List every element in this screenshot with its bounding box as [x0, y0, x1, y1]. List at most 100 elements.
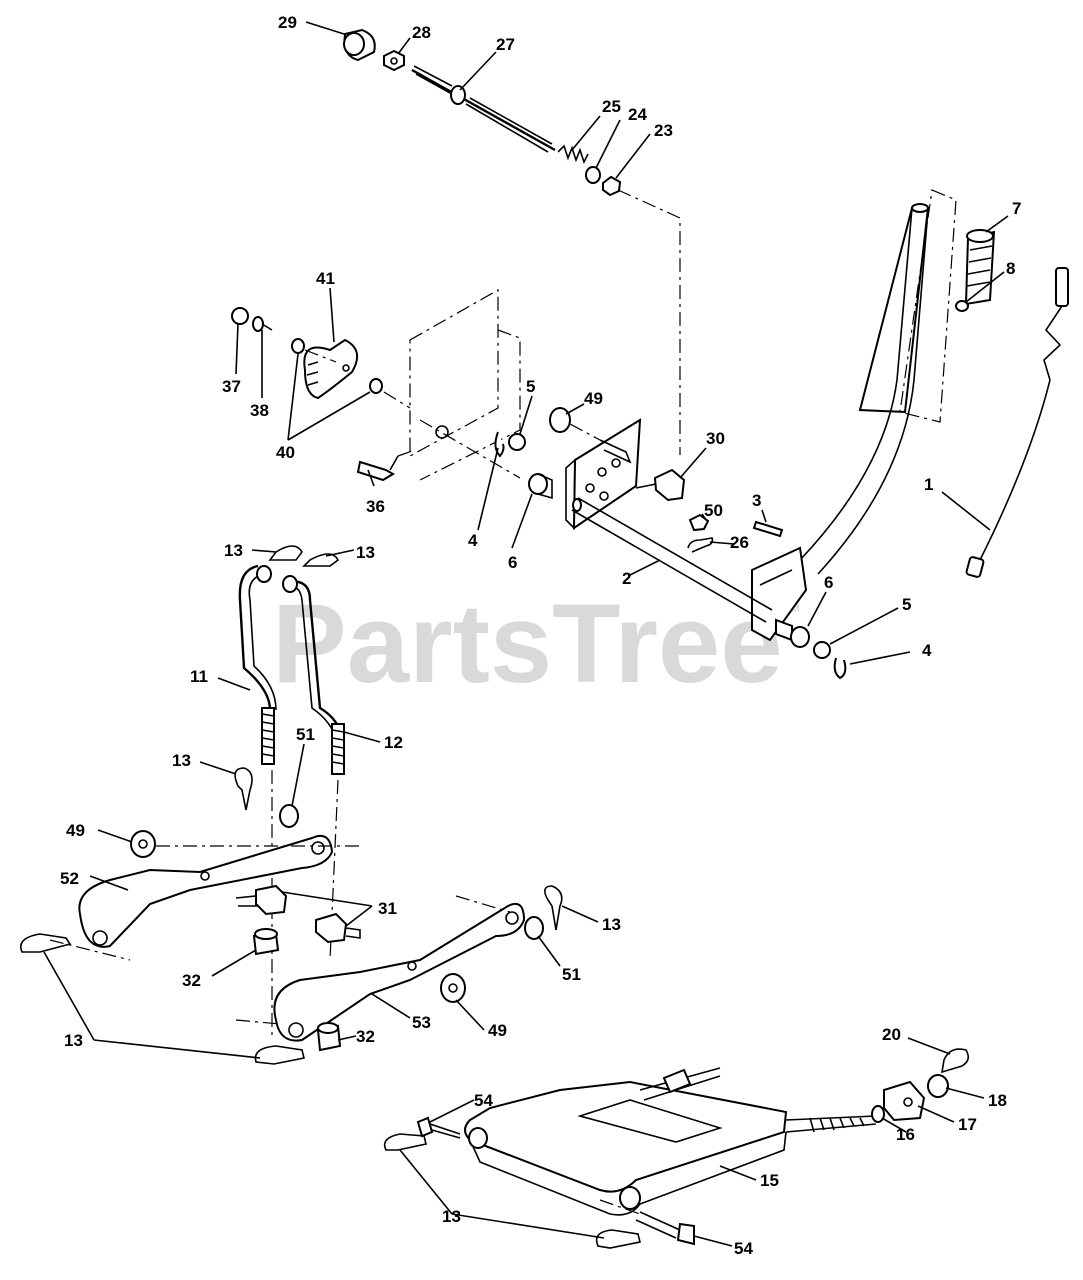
washer-24: [585, 166, 601, 184]
callout-12: 12: [384, 733, 403, 752]
callout-5-top: 5: [526, 377, 535, 396]
trunnion-17: [883, 1080, 926, 1122]
callout-37: 37: [222, 377, 241, 396]
callout-54-top: 54: [474, 1091, 493, 1110]
callout-29: 29: [278, 13, 297, 32]
watermark: PartsTree: [272, 581, 783, 706]
callout-8: 8: [1006, 259, 1015, 278]
callout-20: 20: [882, 1025, 901, 1044]
callout-1: 1: [924, 475, 933, 494]
callout-labels: 29 28 27 25 24 23 7 8 41 37 38 40 36 5 4…: [60, 13, 1021, 1258]
callout-11: 11: [190, 667, 208, 686]
callout-16: 16: [896, 1125, 915, 1144]
washer-51b: [524, 916, 544, 940]
cable-1: [965, 267, 1069, 578]
washer-40a: [291, 338, 305, 354]
washer-5b: [813, 641, 831, 659]
hanger-15: [464, 1080, 788, 1216]
callout-32-left: 32: [182, 971, 201, 990]
pin-13b: [302, 553, 340, 567]
shaft-15-top: [639, 1067, 721, 1101]
block-31b: [315, 912, 361, 944]
bushing-32b: [316, 1022, 342, 1052]
callout-4-right: 4: [922, 641, 932, 660]
callout-51-right: 51: [562, 965, 581, 984]
callout-49-top: 49: [584, 389, 603, 408]
callout-27: 27: [496, 35, 515, 54]
callout-13-hanger: 13: [442, 1207, 461, 1226]
bushing-49c: [440, 973, 466, 1003]
callout-5-right: 5: [902, 595, 911, 614]
callout-40: 40: [276, 443, 295, 462]
washer-16: [871, 1105, 885, 1123]
ring-37: [231, 307, 249, 325]
bolt-54b: [635, 1211, 695, 1246]
pin-13d: [544, 885, 563, 931]
callout-54-bottom: 54: [734, 1239, 753, 1258]
callout-53: 53: [412, 1013, 431, 1032]
callout-13-mid: 13: [172, 751, 191, 770]
bushing-32a: [252, 928, 280, 956]
ferrule-30: [635, 468, 686, 502]
spring-36: [356, 460, 395, 482]
callout-24: 24: [628, 105, 647, 124]
bolt-54a: [416, 1116, 461, 1139]
callout-49-left: 49: [66, 821, 85, 840]
pin-13-hanger-left: [383, 1133, 427, 1151]
bracket-plate: [565, 418, 642, 530]
callout-26: 26: [730, 533, 749, 552]
washer-49-top: [549, 407, 571, 433]
grip-7: [964, 229, 996, 306]
callout-31: 31: [378, 899, 397, 918]
link-11: [238, 564, 277, 765]
pin-13-left: [20, 933, 72, 953]
callout-15: 15: [760, 1171, 779, 1190]
washer-40b: [369, 378, 383, 394]
callout-36: 36: [366, 497, 385, 516]
callout-30: 30: [706, 429, 725, 448]
pin-13-bottom: [254, 1045, 305, 1065]
callout-49-bottom: 49: [488, 1021, 507, 1040]
callout-25: 25: [602, 97, 621, 116]
callout-13-bottom-left: 13: [64, 1031, 83, 1050]
pin-13c: [234, 767, 253, 811]
pin-13-hanger-bottom: [595, 1229, 641, 1249]
callout-23: 23: [654, 121, 673, 140]
washer-51a: [279, 804, 299, 828]
spring-25: [557, 144, 589, 165]
leader-lines: [43, 21, 1009, 1247]
pin-3: [752, 520, 784, 538]
callout-17: 17: [958, 1115, 977, 1134]
lift-handle: [751, 189, 957, 642]
callout-13-top-right: 13: [356, 543, 375, 562]
callout-51-left: 51: [296, 725, 315, 744]
callout-13-right: 13: [602, 915, 621, 934]
nut-28: [383, 49, 405, 72]
bolt-38: [252, 316, 273, 332]
callout-2: 2: [622, 569, 631, 588]
shaft-2: [571, 497, 773, 623]
rod-27: [411, 65, 556, 153]
callout-4-top: 4: [468, 531, 478, 550]
link-12: [282, 575, 345, 775]
arm-52: [78, 834, 334, 948]
callout-18: 18: [988, 1091, 1007, 1110]
callout-3: 3: [752, 491, 761, 510]
callout-6-right: 6: [824, 573, 833, 592]
bushing-6a: [528, 473, 553, 500]
pin-13a: [268, 545, 303, 561]
insert-8: [955, 300, 969, 312]
arm-53: [273, 902, 526, 1042]
callout-7: 7: [1012, 199, 1021, 218]
callout-38: 38: [250, 401, 269, 420]
knob-29: [343, 28, 376, 62]
bolt-hanger: [785, 1115, 877, 1133]
nut-50: [688, 513, 710, 532]
block-31a: [235, 884, 288, 916]
bushing-6b: [775, 618, 810, 648]
callout-41: 41: [316, 269, 335, 288]
washer-5a: [508, 433, 526, 451]
clip-4b: [833, 657, 847, 680]
